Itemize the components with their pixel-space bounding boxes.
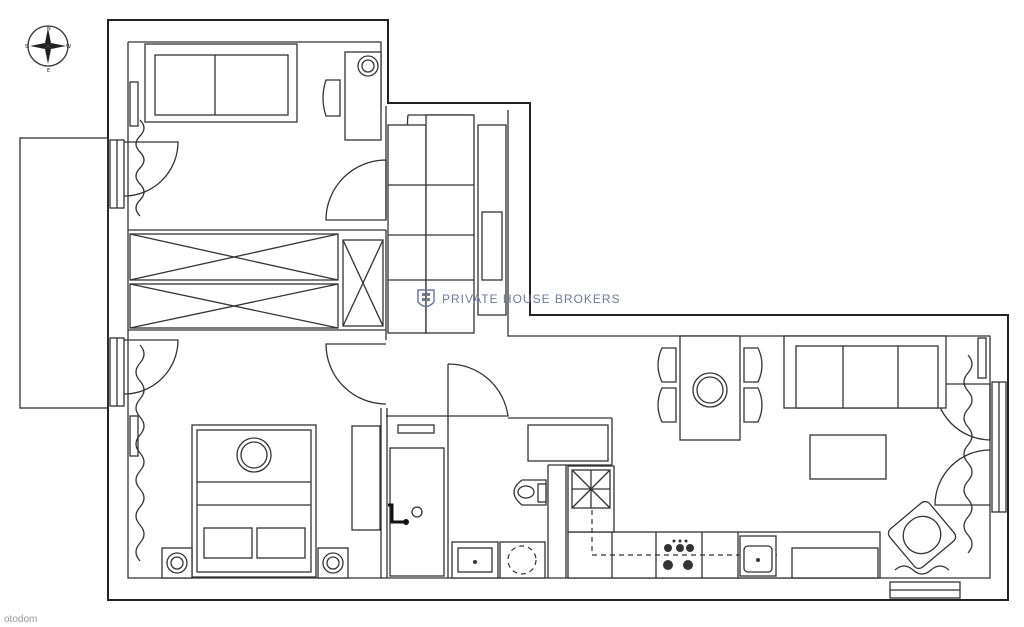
nightstand — [317, 547, 349, 579]
wardrobe — [129, 233, 384, 329]
curtain — [135, 119, 145, 217]
compass-south: E — [47, 68, 50, 74]
dining-table — [679, 335, 741, 441]
outer-wall — [107, 19, 1009, 601]
window-right — [991, 381, 1007, 513]
balcony — [19, 137, 109, 409]
window-bottom — [889, 581, 961, 599]
coffee-table — [809, 434, 887, 480]
curtain — [135, 344, 145, 562]
fridge — [567, 465, 615, 533]
compass-west: S — [25, 44, 28, 50]
armchair — [887, 500, 957, 570]
bath-cabinet — [527, 424, 609, 462]
window-left-bottom — [109, 337, 125, 407]
bathroom-sink — [451, 541, 499, 579]
double-bed — [191, 424, 317, 578]
brand-name: PRIVATE HOUSE BROKERS — [442, 292, 621, 306]
compass-rose-icon: N E S W — [25, 25, 71, 74]
dresser — [351, 425, 381, 531]
kitchen-sink — [739, 535, 777, 577]
desk — [344, 51, 382, 141]
radiator — [129, 415, 139, 457]
compass-east: W — [66, 44, 71, 50]
stove-icon — [663, 539, 694, 570]
nightstand — [161, 547, 193, 579]
window-left-top — [109, 139, 125, 209]
shower — [388, 424, 445, 577]
door-swings — [123, 114, 991, 506]
radiator — [977, 337, 987, 379]
sofa-bed — [144, 43, 298, 123]
chair — [322, 79, 341, 117]
toilet — [513, 479, 547, 506]
curtain — [963, 354, 973, 554]
washing-machine — [499, 541, 546, 579]
dining-chair — [657, 347, 763, 423]
radiator — [129, 81, 139, 127]
brand-logo: PRIVATE HOUSE BROKERS — [417, 289, 621, 308]
interior-walls — [128, 106, 613, 578]
watermark: otodom — [4, 614, 37, 625]
curtain — [894, 565, 950, 575]
sofa — [783, 335, 947, 409]
hood-dashed-line — [591, 510, 780, 556]
shield-logo-icon — [417, 289, 435, 308]
compass-north: N — [47, 26, 51, 32]
